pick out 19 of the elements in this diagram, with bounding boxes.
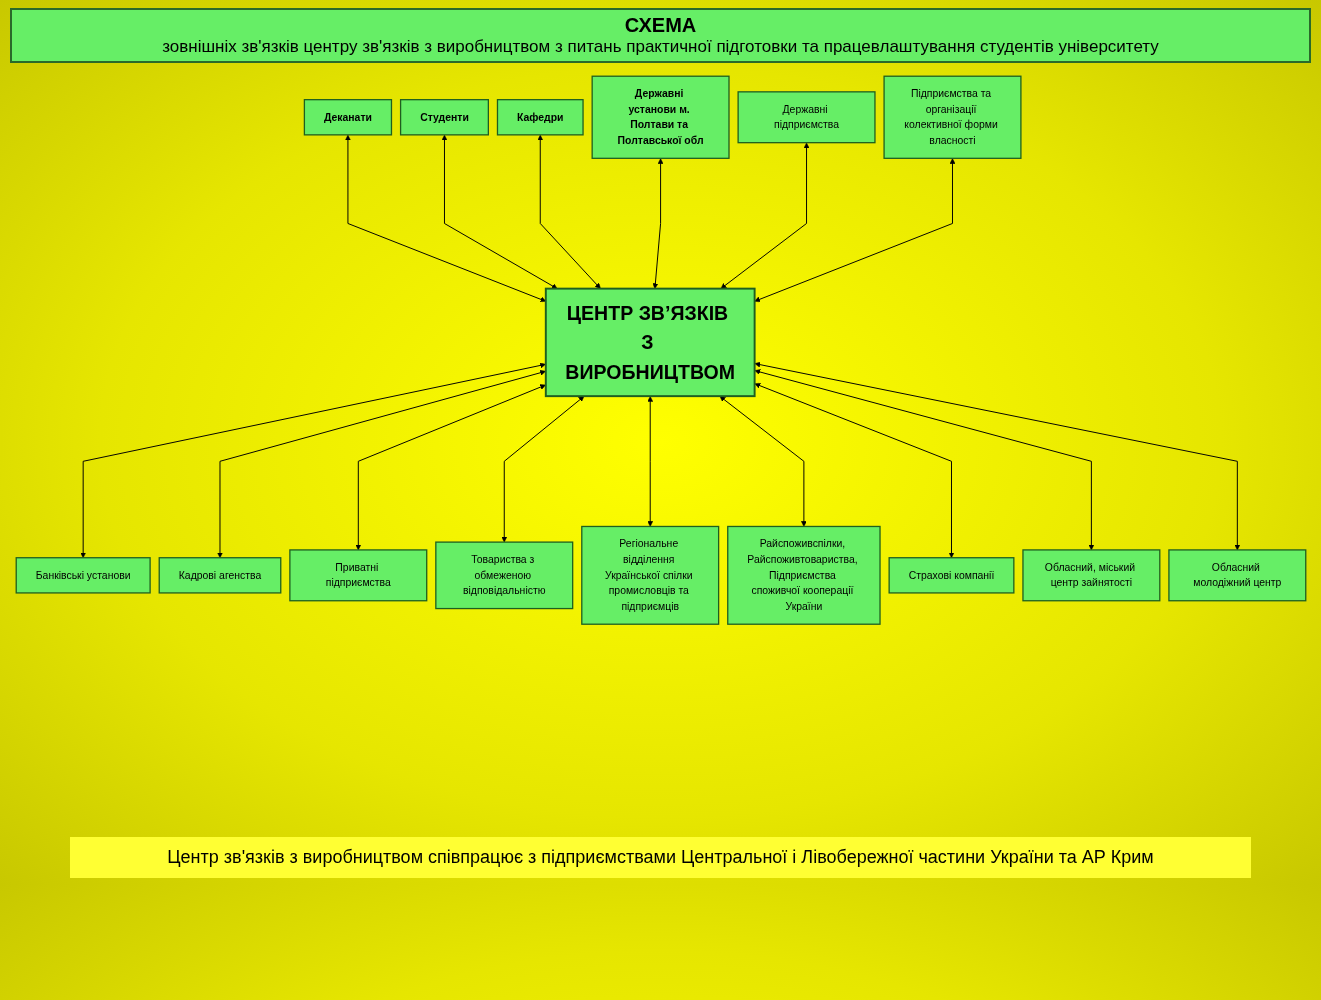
node-box: Державні підприємства [737,91,876,144]
title: СХЕМА [623,14,698,37]
node-box: Товариства з обмеженою відповідальністю [434,541,573,610]
node-box: Обласний молодіжний центр [1167,549,1306,602]
node-box: Райспоживспілки, Райспоживтовариства, Підприємства споживчої кооперації України [726,525,881,625]
node-box: Деканати [303,99,392,136]
node-box: Банківські установи [15,557,151,594]
caption-note: Центр зв'язків з виробництвом співпрацює з підприємствами Центральної і Лівобережної частини України та АР Крим [70,837,1251,878]
subtitle: зовнішніх зв'язків центру зв'язків з виробництвом з питань практичної підготовки та працевлаштування студентів університету [161,37,1160,57]
node-box: Кафедри [496,99,584,136]
node-box: Страхові компанії [888,557,1014,594]
node-box: Регіональне відділення Української спілки промисловців та підприємців [580,525,719,625]
node-box: Підприємства та організації колективної форми власності [882,75,1022,159]
node-box: Обласний, міський центр зайнятості [1021,549,1160,602]
node-box: Державні установи м. Полтави та Полтавської обл [591,75,730,159]
node-box: Приватні підприємства [288,549,427,602]
node-box: ЦЕНТР ЗВ’ЯЗКІВ З ВИРОБНИЦТВОМ [544,287,756,398]
node-box: Кадрові агенства [158,557,281,594]
node-box: Студенти [399,99,489,136]
